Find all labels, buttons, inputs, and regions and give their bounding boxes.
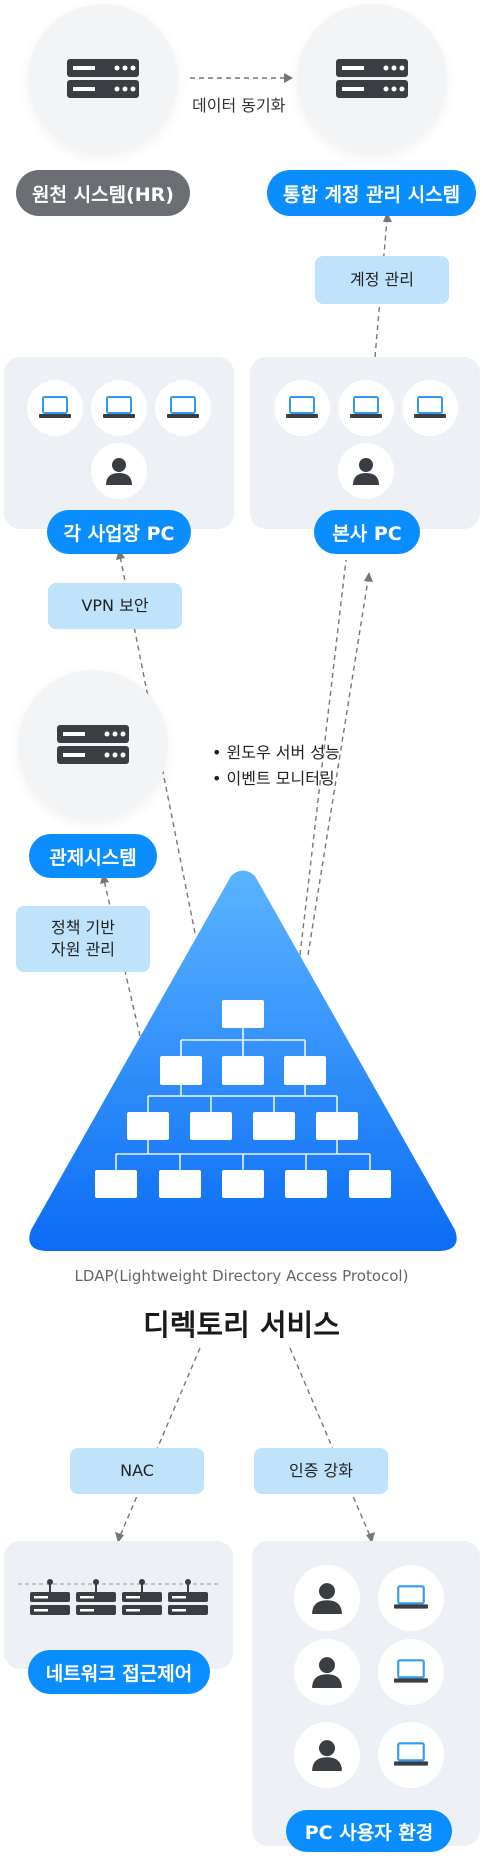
user-icon — [106, 458, 132, 485]
pc-env-pill: PC 사용자 환경 — [286, 1810, 452, 1852]
server-icon — [336, 59, 408, 98]
laptop-circle — [402, 380, 458, 436]
directory-title: 디렉토리 서비스 — [143, 1308, 340, 1342]
server-icon — [67, 59, 139, 98]
network-control-pill: 네트워크 접근제어 — [28, 1650, 210, 1694]
nac-tag: NAC — [70, 1448, 204, 1494]
user-icon — [312, 1657, 342, 1688]
laptop-icon — [394, 1585, 428, 1609]
bullet-item: 윈도우 서버 성능 — [212, 740, 340, 766]
control-server-circle — [18, 670, 168, 820]
account-mgmt-tag: 계정 관리 — [315, 256, 449, 304]
branch-pc-pill: 각 사업장 PC — [47, 510, 191, 554]
network-switch-icon — [30, 1579, 70, 1615]
user-circle — [338, 443, 394, 499]
user-circle — [91, 443, 147, 499]
auth-tag: 인증 강화 — [254, 1448, 388, 1494]
control-system-pill: 관제시스템 — [29, 834, 157, 878]
account-arrow-line — [374, 219, 388, 358]
auth-arrow-head — [366, 1532, 375, 1543]
monitoring-bullets: 윈도우 서버 성능 이벤트 모니터링 — [212, 740, 340, 792]
policy-line-1: 정책 기반 — [51, 918, 115, 938]
sync-label: 데이터 동기화 — [192, 96, 286, 115]
source-server-circle — [28, 4, 178, 154]
sync-arrow-head — [284, 73, 293, 83]
laptop-icon — [103, 396, 135, 418]
laptop-circle — [91, 380, 147, 436]
integrated-server-circle — [297, 4, 447, 154]
laptop-circle — [338, 380, 394, 436]
user-icon — [312, 1583, 342, 1614]
auth-arrow-line — [289, 1347, 371, 1537]
laptop-circle — [378, 1565, 444, 1631]
policy-line-2: 자원 관리 — [51, 940, 115, 959]
user-circle — [294, 1722, 360, 1788]
laptop-icon — [394, 1742, 428, 1766]
laptop-circle — [274, 380, 330, 436]
user-circle — [294, 1565, 360, 1631]
integrated-system-pill: 통합 계정 관리 시스템 — [267, 170, 476, 216]
hq-pc-pill: 본사 PC — [314, 510, 420, 554]
laptop-circle — [378, 1722, 444, 1788]
laptop-icon — [394, 1659, 428, 1683]
network-switch-group — [18, 1579, 218, 1615]
laptop-circle — [155, 380, 211, 436]
account-arrow-head — [383, 212, 392, 222]
vpn-tag: VPN 보안 — [48, 583, 182, 629]
laptop-icon — [414, 396, 446, 418]
bullet-item: 이벤트 모니터링 — [212, 766, 340, 792]
hq-arrow-head — [364, 572, 373, 582]
network-switch-icon — [122, 1579, 162, 1615]
user-icon — [312, 1740, 342, 1771]
network-switch-icon — [76, 1579, 116, 1615]
network-switch-icon — [168, 1579, 208, 1615]
nac-arrow-head — [115, 1532, 124, 1543]
laptop-icon — [286, 396, 318, 418]
ldap-label: LDAP(Lightweight Directory Access Protoc… — [74, 1267, 409, 1285]
nac-arrow-line — [119, 1347, 201, 1537]
user-circle — [294, 1639, 360, 1705]
laptop-icon — [39, 396, 71, 418]
user-icon — [353, 458, 379, 485]
source-system-pill: 원천 시스템(HR) — [16, 170, 190, 216]
server-icon — [57, 725, 129, 764]
pc-env-panel — [252, 1541, 480, 1846]
laptop-icon — [167, 396, 199, 418]
laptop-circle — [27, 380, 83, 436]
policy-tag: 정책 기반 자원 관리 — [16, 906, 150, 972]
laptop-circle — [378, 1639, 444, 1705]
laptop-icon — [350, 396, 382, 418]
